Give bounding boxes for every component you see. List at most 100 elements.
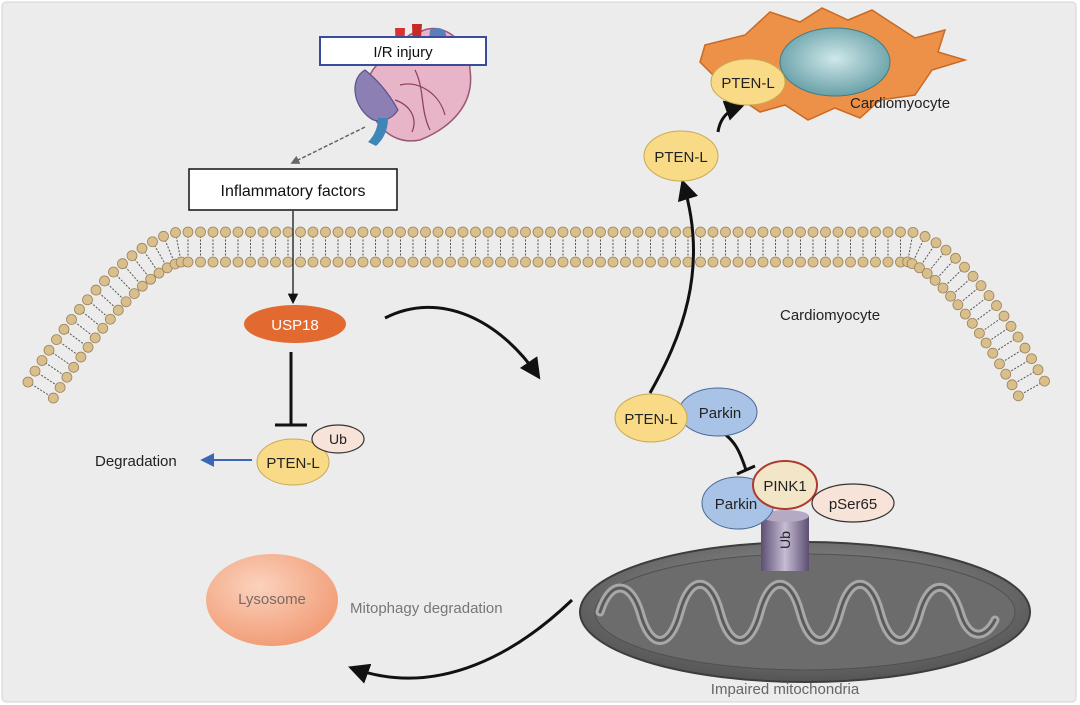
membrane-lipid-head: [54, 382, 66, 393]
membrane-lipid-head: [983, 290, 995, 302]
membrane-lipid-tail: [968, 297, 987, 312]
membrane-lipid-head: [270, 226, 281, 238]
membrane-lipid-tail: [82, 311, 101, 327]
membrane-lipid-head: [745, 256, 756, 268]
membrane-lipid-head: [382, 226, 394, 238]
pten-l-released-label: PTEN-L: [654, 149, 707, 166]
membrane-lipid-head: [482, 226, 494, 238]
ir-injury-box: [319, 36, 487, 66]
membrane-lipid-head: [921, 268, 933, 279]
membrane-lipid-tail: [74, 321, 93, 336]
membrane-lipid-head: [557, 256, 569, 268]
membrane-lipid-tail: [1015, 371, 1035, 384]
pten-l-released-node: [643, 130, 719, 182]
membrane-lipid-head: [61, 371, 73, 383]
membrane-lipid-head: [870, 256, 881, 268]
membrane-lipid-head: [657, 256, 669, 268]
membrane-lipid-head: [607, 226, 619, 238]
membrane-lipid-tail: [953, 278, 971, 294]
ub-stalk: [761, 516, 809, 571]
membrane-lipid-head: [1000, 368, 1012, 380]
membrane-lipid-head: [770, 226, 781, 238]
inflammatory-factors-label: Inflammatory factors: [221, 183, 366, 200]
membrane-lipid-tail: [1021, 382, 1042, 395]
membrane-lipid-head: [245, 256, 256, 268]
membrane-lipid-head: [145, 273, 157, 285]
membrane-lipid-head: [770, 256, 781, 268]
membrane-lipid-tail: [98, 292, 116, 308]
membrane-lipid-tail: [124, 266, 141, 284]
membrane-lipid-tail: [143, 251, 158, 271]
usp18-node: [244, 305, 346, 343]
lysosome-node: [206, 554, 338, 646]
membrane-lipid-head: [994, 358, 1005, 370]
membrane-lipid-head: [966, 317, 978, 329]
membrane-lipid-head: [457, 256, 469, 268]
membrane-lipid-head: [75, 351, 87, 363]
membrane-lipid-tail: [975, 307, 994, 322]
membrane-lipid-head: [632, 256, 644, 268]
membrane-lipid-head: [22, 376, 34, 388]
membrane-lipid-head: [99, 275, 110, 287]
membrane-lipid-head: [845, 226, 856, 238]
membrane-lipid-head: [1026, 353, 1037, 365]
membrane-lipid-head: [128, 288, 140, 299]
membrane-lipid-head: [320, 256, 331, 268]
membrane-lipid-head: [959, 261, 970, 273]
membrane-lipid-head: [670, 226, 681, 238]
membrane-lipid-head: [282, 256, 294, 268]
membrane-lipid-head: [682, 256, 694, 268]
membrane-lipid-head: [432, 256, 444, 268]
membrane-lipid-head: [845, 256, 856, 268]
membrane-lipid-head: [998, 310, 1010, 322]
membrane-lipid-head: [51, 334, 62, 345]
membrane-lipid-head: [520, 256, 531, 268]
membrane-lipid-head: [745, 226, 756, 238]
membrane-lipid-head: [382, 256, 394, 268]
membrane-lipid-head: [757, 226, 769, 238]
membrane-lipid-head: [980, 337, 992, 349]
membrane-lipid-head: [195, 256, 206, 268]
membrane-lipid-tail: [52, 352, 71, 366]
membrane-lipid-head: [482, 256, 494, 268]
membrane-lipid-head: [136, 280, 148, 292]
membrane-lipid-head: [395, 226, 406, 238]
membrane-lipid-head: [158, 230, 169, 242]
membrane-lipid-head: [68, 361, 80, 373]
membrane-lipid-head: [282, 226, 294, 238]
degradation-label: Degradation: [95, 453, 177, 470]
parkin-lower-label: Parkin: [715, 496, 758, 513]
membrane-lipid-head: [670, 256, 681, 268]
membrane-lipid-head: [90, 284, 102, 296]
pten-l-to-cardiomyocyte-arrow: [716, 100, 746, 133]
membrane-lipid-head: [420, 256, 431, 268]
membrane-lipid-head: [557, 226, 569, 238]
membrane-lipid-head: [1032, 364, 1044, 376]
membrane-lipid-head: [919, 231, 931, 242]
ub-tag-node: [311, 424, 365, 454]
membrane-lipid-head: [720, 226, 731, 238]
parkin-to-pink1-inhibition-bar: [736, 464, 756, 476]
usp18-label: USP18: [271, 317, 319, 334]
membrane-lipid-head: [182, 226, 194, 238]
membrane-lipid-tail: [175, 236, 181, 259]
pink1-node: [752, 460, 818, 510]
membrane-lipid-head: [907, 226, 919, 238]
mitochondria-to-lysosome-arrow: [348, 598, 574, 684]
membrane-lipid-head: [66, 314, 77, 325]
membrane-lipid-head: [520, 226, 531, 238]
membrane-lipid-head: [257, 256, 269, 268]
membrane-lipid-head: [117, 258, 128, 270]
membrane-lipid-tail: [45, 362, 64, 376]
membrane-lipid-head: [645, 226, 656, 238]
membrane-lipid-head: [1019, 342, 1031, 354]
membrane-lipid-head: [345, 256, 356, 268]
membrane-lipid-head: [357, 256, 369, 268]
membrane-lipid-head: [112, 304, 124, 316]
inflammatory-factors-box: [188, 168, 398, 211]
parkin-upper-label: Parkin: [699, 405, 742, 422]
cell-membrane: [22, 226, 1050, 404]
mitochondria-icon: [579, 541, 1031, 683]
pten-l-ubiquitinated-label: PTEN-L: [266, 455, 319, 472]
